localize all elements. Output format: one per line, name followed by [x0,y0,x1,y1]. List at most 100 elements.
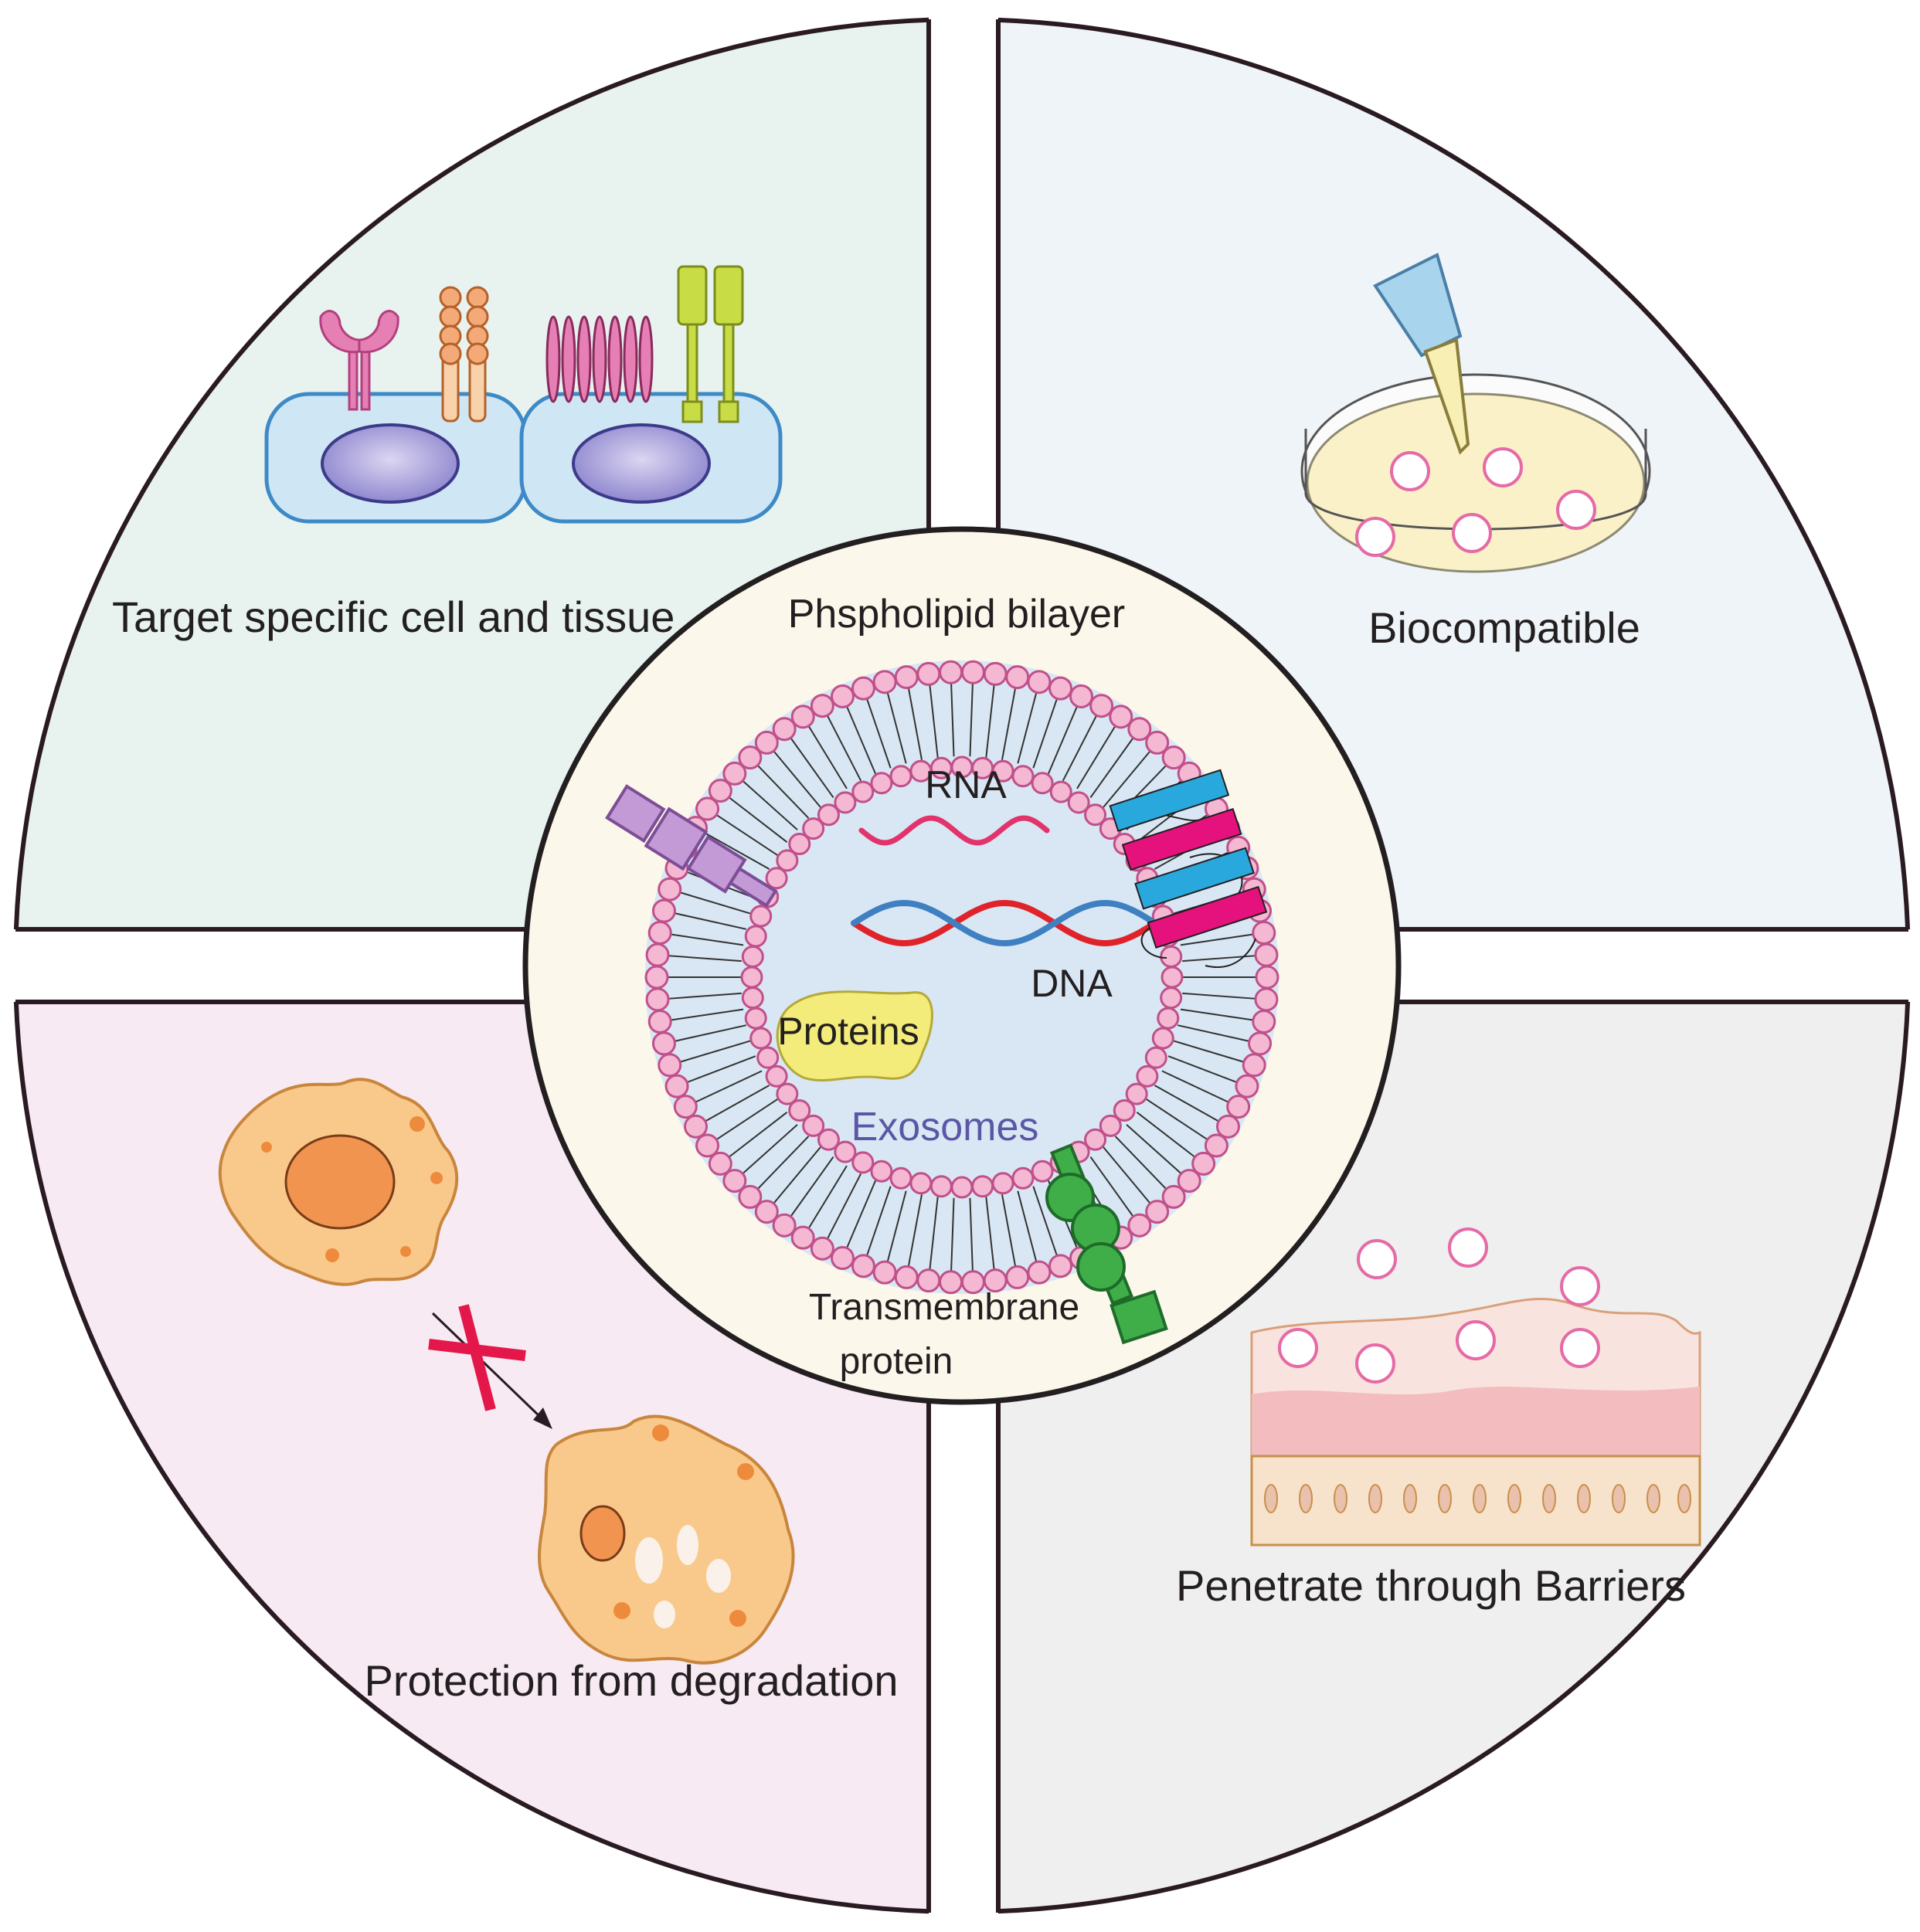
lipid-head-outer [831,684,855,708]
lipid-head-inner [802,817,825,840]
y-receptor-icon [319,310,399,411]
lipid-head-inner [991,1172,1014,1195]
exosomes-label: Exosomes [851,1105,1039,1149]
multipass-membrane-protein-icon [1109,769,1268,968]
transmembrane-label: Transmembrane [809,1287,1079,1328]
lipid-head-inner [788,1099,811,1122]
proteins-label: Proteins [777,1010,919,1053]
lipid-head-inner [1113,1099,1136,1122]
lipid-head-outer [810,1236,834,1261]
lipid-head-outer [960,660,985,684]
lipid-head-outer [810,694,834,718]
lipid-head-outer [1252,920,1276,945]
lipid-head-inner [834,791,857,814]
lipid-head-inner [1151,1027,1174,1050]
lipid-head-outer [851,1254,875,1278]
lipid-head-inner [788,832,811,855]
lipid-head-outer [790,705,815,729]
lipid-head-inner [749,1027,773,1050]
lipid-head-outer [772,717,797,742]
lipid-head-outer [664,1074,689,1098]
lipid-head-inner [817,803,840,827]
transmembrane-protein-label: protein [840,1341,953,1382]
blocked-cross-icon [428,1304,526,1411]
lipid-head-inner [1011,765,1035,788]
lipid-head-outer [754,730,779,755]
protection-label: Protection from degradation [364,1656,898,1705]
lipid-head-outer [1005,1265,1030,1289]
lipid-bilayer-inner-heads [740,755,1184,1199]
lipid-head-outer [673,1095,698,1119]
lipid-head-inner [851,1151,875,1174]
lipid-head-inner [776,849,799,872]
lipid-head-outer [1127,1213,1152,1238]
lipid-head-outer [658,877,682,901]
seven-transmembrane-receptor-icon [545,315,654,403]
lipid-head-inner [1067,791,1090,814]
proteins-blob [776,990,933,1082]
dna-label: DNA [1031,962,1113,1005]
lipid-head-inner [802,1114,825,1137]
lipid-head-inner [765,867,788,890]
lipid-head-inner [756,1046,780,1069]
lipid-head-outer [894,665,919,690]
lipid-head-outer [1109,705,1133,729]
lipid-head-inner [776,1082,799,1105]
lipid-head-outer [695,1133,720,1158]
healthy-cell-nucleus [284,1134,396,1230]
lipid-head-inner [1099,1114,1122,1137]
lipid-head-outer [695,796,720,821]
pipette-nozzle-icon [1423,338,1470,455]
lipid-head-outer [647,920,672,945]
lipid-head-outer [1048,676,1073,701]
lipid-bilayer-outer-heads [644,660,1279,1295]
lipid-head-inner [851,780,875,803]
lipid-head-outer [651,1031,676,1056]
lipid-head-inner [1160,966,1184,989]
target-specific-label: Target specific cell and tissue [112,593,675,641]
exosome-particles-barrier [1278,1227,1600,1384]
lipid-head-outer [790,1225,815,1250]
lipid-head-outer [708,779,732,803]
lipid-head-outer [983,661,1008,686]
lipid-head-outer [738,1184,763,1209]
lipid-head-inner [1160,945,1183,968]
lipid-head-outer [651,898,676,923]
lipid-head-outer [939,660,963,684]
lipid-head-inner [870,772,893,795]
rna-label: RNA [925,763,1007,806]
lipid-head-outer [1235,1074,1259,1098]
green-dimer-receptor-icon [677,265,744,423]
degradation-illustration [218,1078,795,1665]
lipid-head-inner [741,945,764,968]
lipid-head-inner [765,1064,788,1088]
lipid-head-outer [645,987,670,1012]
lipid-head-outer [658,1053,682,1078]
lipid-head-inner [817,1128,840,1151]
tissue-middle-layer [1252,1387,1700,1464]
biocompatible-label: Biocompatible [1368,603,1640,652]
tissue-barrier-illustration [1250,1227,1701,1547]
lipid-head-outer [831,1246,855,1271]
lipid-head-outer [872,1260,897,1285]
lipid-head-outer [1254,987,1279,1012]
lipid-head-inner [1144,1046,1167,1069]
lipid-head-outer [872,670,897,694]
lipid-head-outer [1254,942,1279,967]
lipid-head-inner [889,765,912,788]
lipid-head-inner [1136,1064,1159,1088]
lipid-head-outer [644,965,669,990]
lipid-head-outer [1226,1095,1251,1119]
lipid-head-inner [1084,803,1107,827]
lipid-head-outer [894,1265,919,1289]
lipid-head-inner [950,1176,974,1199]
lipid-head-outer [1161,745,1186,770]
cell-nucleus-right [572,423,711,504]
lipid-head-outer [1069,684,1093,708]
penetrate-label: Penetrate through Barriers [1176,1561,1686,1610]
lipid-head-inner [834,1140,857,1163]
lipid-head-outer [1204,1133,1228,1158]
lipid-head-outer [754,1200,779,1224]
lipid-head-outer [851,676,875,701]
